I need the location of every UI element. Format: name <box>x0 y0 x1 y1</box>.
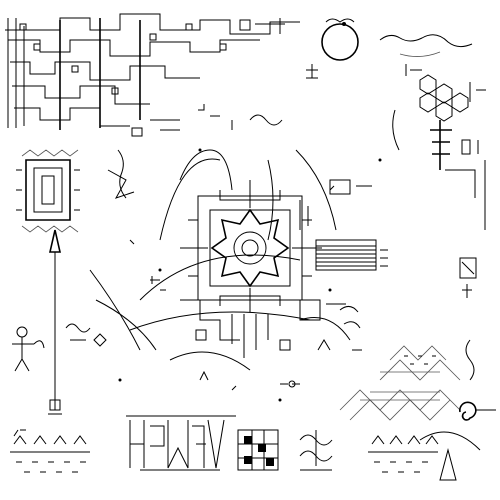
honeycomb-figure <box>392 64 486 230</box>
arches <box>129 149 351 371</box>
spear <box>48 229 62 415</box>
top-right-scribble <box>379 34 473 57</box>
scattered-marks <box>118 148 382 402</box>
human-figure <box>12 323 107 372</box>
spiral-square <box>16 149 80 233</box>
circuit-glyph-block <box>5 13 300 130</box>
dotted-lattice <box>339 345 461 421</box>
runic-script <box>126 415 236 471</box>
left-diagonal-rays <box>89 149 157 351</box>
circle-emblem <box>321 18 359 61</box>
internal-circuitry <box>150 179 372 388</box>
striped-panel <box>315 239 388 271</box>
right-side-symbols <box>317 257 477 381</box>
twin-ornament <box>299 430 333 471</box>
crown-ornament-left <box>10 429 90 473</box>
central-mandala <box>180 180 322 312</box>
bottom-right-spiral <box>419 401 496 481</box>
blocky-glyph-cluster <box>237 429 279 471</box>
small-symbols-top <box>131 64 318 137</box>
crown-ornament-right <box>368 435 439 473</box>
